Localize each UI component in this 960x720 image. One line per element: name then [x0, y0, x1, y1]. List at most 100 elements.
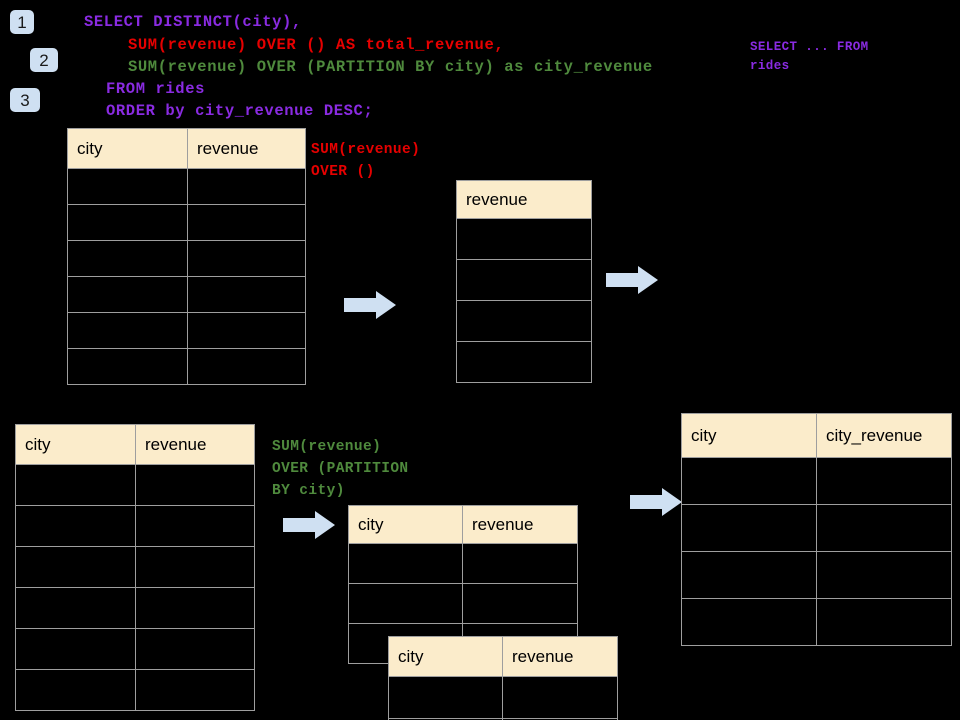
annot-sum-over-partition: SUM(revenue) OVER (PARTITION BY city) — [272, 439, 409, 499]
table-cell-empty — [135, 628, 255, 670]
table-cell-empty — [681, 457, 817, 505]
arrow-total-to-result — [606, 266, 658, 294]
table-cell-empty — [15, 587, 136, 629]
step-badge-3: 3 — [10, 88, 40, 112]
table-row — [348, 583, 578, 624]
table-row — [388, 718, 618, 720]
table-cell-empty — [187, 276, 306, 313]
table-cell-empty — [456, 259, 592, 301]
sql-line-1: SELECT DISTINCT(city), — [84, 13, 302, 31]
table-cell-empty — [15, 546, 136, 588]
column-header-city: city — [67, 128, 188, 169]
table-cell-empty — [388, 676, 503, 719]
sql-line-3: SUM(revenue) OVER (PARTITION BY city) as… — [128, 58, 653, 76]
table-cell-empty — [67, 348, 188, 385]
table-cell-empty — [67, 240, 188, 277]
annot-sum-over-empty: SUM(revenue) OVER () — [311, 142, 421, 180]
table-cell-empty — [502, 676, 618, 719]
table-row — [15, 505, 255, 547]
arrow-partition-to-result — [630, 488, 682, 516]
table-row — [456, 218, 592, 260]
table-row — [67, 240, 306, 277]
table-cell-empty — [502, 718, 618, 720]
table-cell-empty — [67, 168, 188, 205]
table-row — [67, 312, 306, 349]
table-cell-empty — [681, 598, 817, 646]
table-cell-empty — [135, 464, 255, 506]
column-header-revenue: revenue — [456, 180, 592, 219]
table-row — [681, 551, 952, 599]
column-header-revenue: revenue — [502, 636, 618, 677]
table-cell-empty — [135, 546, 255, 588]
table-cell-empty — [816, 504, 952, 552]
table-row — [388, 676, 618, 719]
column-header-city: city — [388, 636, 503, 677]
column-header-revenue: revenue — [135, 424, 255, 465]
table-cell-empty — [348, 543, 463, 584]
table-row — [456, 341, 592, 383]
table-row — [67, 276, 306, 313]
table-row — [67, 168, 306, 205]
table-cell-empty — [135, 587, 255, 629]
table-row — [681, 457, 952, 505]
table-row — [456, 259, 592, 301]
table-row — [67, 204, 306, 241]
table-row — [456, 300, 592, 342]
table-header-row: revenue — [456, 180, 592, 219]
table-cell-empty — [67, 204, 188, 241]
table-row — [681, 598, 952, 646]
table-cell-empty — [816, 598, 952, 646]
table-row — [15, 546, 255, 588]
sql-line-4: FROM rides — [106, 80, 206, 98]
table-row — [681, 504, 952, 552]
table-row — [15, 464, 255, 506]
column-header-revenue: revenue — [187, 128, 306, 169]
arrow-rides-to-partition — [283, 511, 335, 539]
table-cell-empty — [15, 464, 136, 506]
table-cell-empty — [15, 505, 136, 547]
sql-line-5: ORDER by city_revenue DESC; — [106, 102, 374, 120]
arrow-rides-to-total — [344, 291, 396, 319]
table-row — [15, 587, 255, 629]
sql-line-2: SUM(revenue) OVER () AS total_revenue, — [128, 36, 505, 54]
table-cell-empty — [456, 341, 592, 383]
table-cell-empty — [135, 505, 255, 547]
table-row — [15, 669, 255, 711]
step-badge-1: 1 — [10, 10, 34, 34]
table-cell-empty — [67, 312, 188, 349]
table-cell-empty — [456, 300, 592, 342]
table-cell-empty — [15, 628, 136, 670]
table-cell-empty — [816, 457, 952, 505]
step-badge-2: 2 — [30, 48, 58, 72]
annot-select-from-rides: SELECT ... FROM rides — [750, 40, 869, 73]
table-cell-empty — [816, 551, 952, 599]
column-header-revenue: revenue — [462, 505, 578, 544]
table-cell-empty — [187, 240, 306, 277]
table-cell-empty — [67, 276, 188, 313]
table-cell-empty — [187, 168, 306, 205]
table-cell-empty — [348, 583, 463, 624]
table-cell-empty — [681, 551, 817, 599]
table-cell-empty — [456, 218, 592, 260]
table-cell-empty — [187, 312, 306, 349]
column-header-city_revenue: city_revenue — [816, 413, 952, 458]
table-total-revenue: revenue — [456, 180, 592, 383]
table-cell-empty — [15, 669, 136, 711]
table-cell-empty — [462, 583, 578, 624]
table-row — [15, 628, 255, 670]
table-row — [67, 348, 306, 385]
column-header-city: city — [15, 424, 136, 465]
table-cell-empty — [681, 504, 817, 552]
table-row — [348, 543, 578, 584]
table-cell-empty — [187, 348, 306, 385]
